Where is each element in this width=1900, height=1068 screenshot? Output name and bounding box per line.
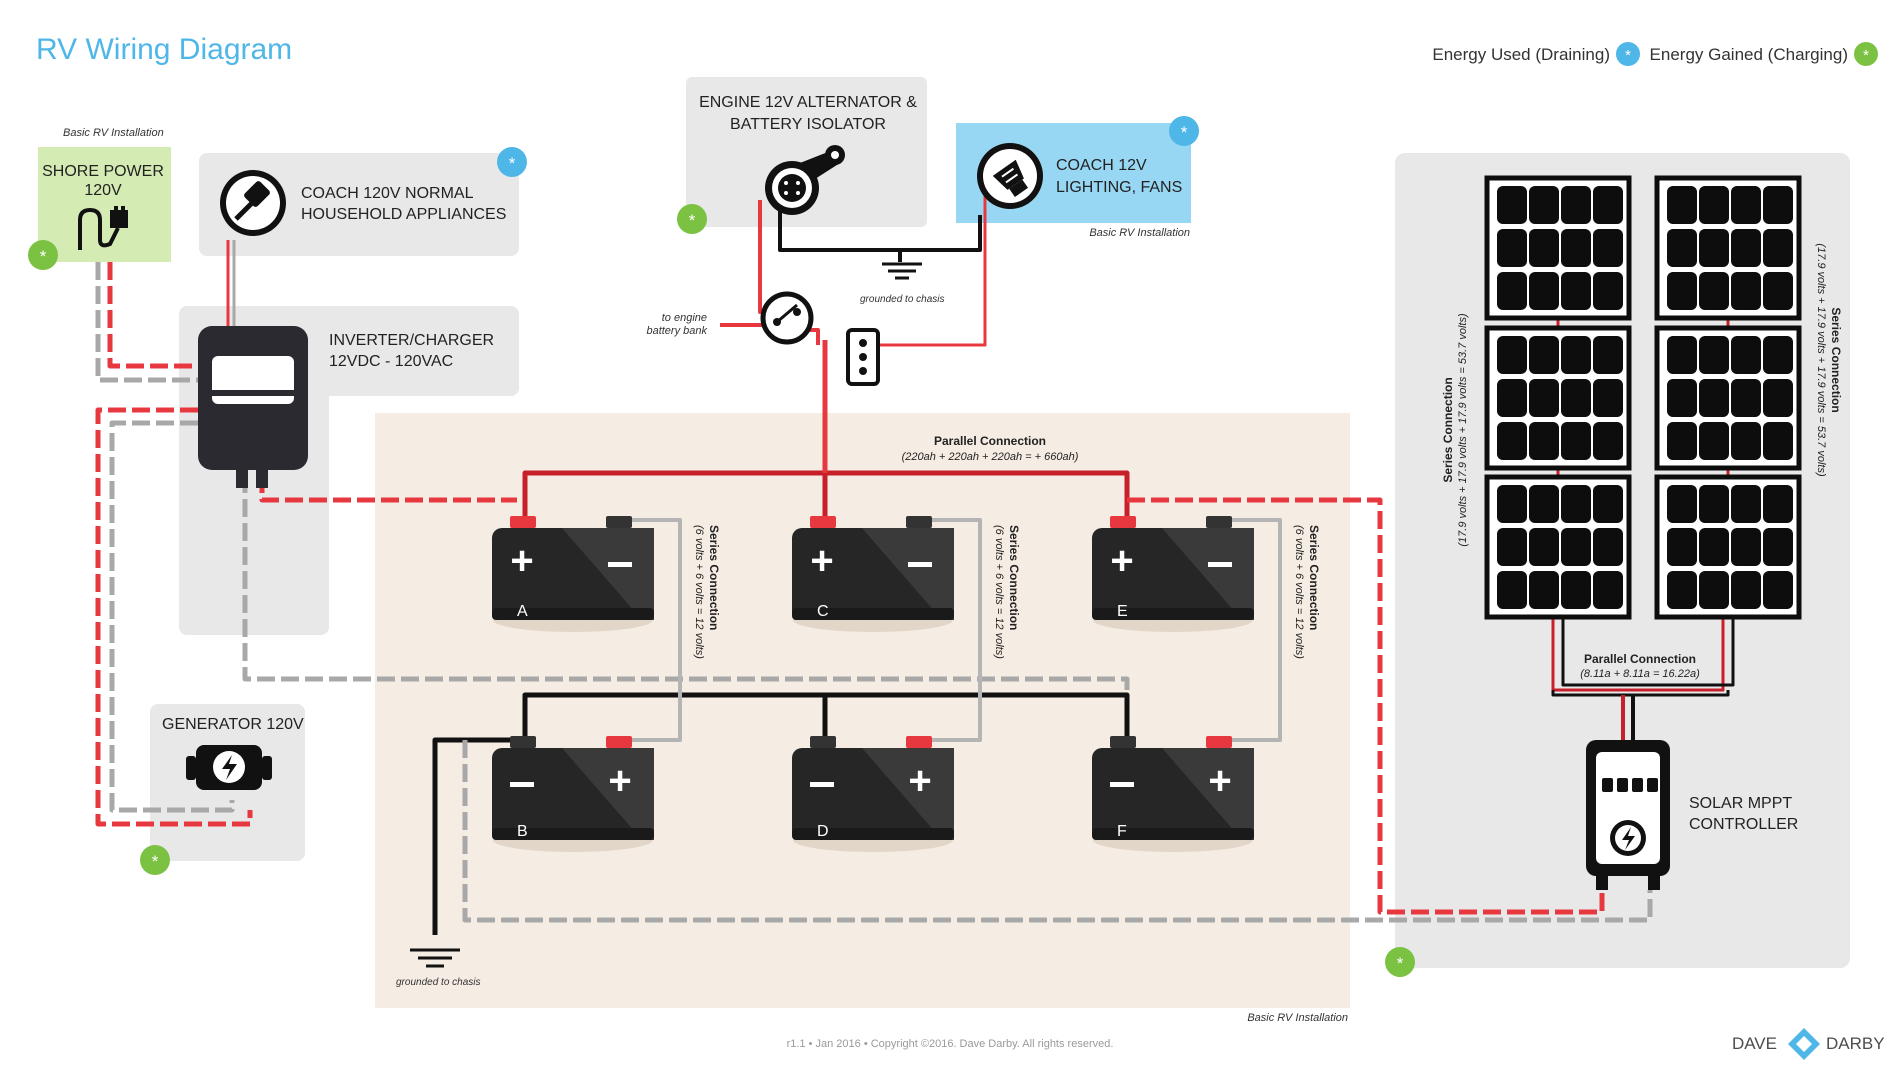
engine-title: ENGINE 12V ALTERNATOR & (699, 94, 917, 111)
copyright-footer: r1.1 • Jan 2016 • Copyright ©2016. Dave … (787, 1038, 1114, 1050)
series-label-ab-title: Series Connection (707, 525, 721, 630)
engine-charging-marker: * (677, 204, 707, 234)
generator-charging-marker: * (140, 845, 170, 875)
appliances-subtitle: HOUSEHOLD APPLIANCES (301, 206, 506, 223)
svg-text:*: * (1397, 954, 1404, 973)
inverter-title: INVERTER/CHARGER (329, 332, 494, 349)
solar-panel-5 (1657, 328, 1799, 468)
brand-name-right: DARBY (1826, 1034, 1885, 1053)
legend-used-marker: * (1616, 42, 1640, 66)
lighting-installation-note: Basic RV Installation (1089, 227, 1190, 239)
svg-text:+: + (608, 759, 631, 803)
solar-panel-1 (1487, 178, 1629, 318)
solar-series-left-formula: (17.9 volts + 17.9 volts + 17.9 volts = … (1457, 313, 1469, 547)
solar-series-left-title: Series Connection (1441, 377, 1455, 482)
legend-gained-marker: * (1854, 42, 1878, 66)
battery-d-label: D (817, 823, 829, 840)
solar-panel-3 (1487, 477, 1629, 617)
series-label-cd-title: Series Connection (1007, 525, 1021, 630)
svg-text:+: + (510, 539, 533, 583)
engine-ground-note: grounded to chasis (860, 294, 945, 305)
battery-e: + E (1092, 516, 1254, 632)
generator-title: GENERATOR 120V (162, 716, 304, 733)
solar-series-right-formula: (17.9 volts + 17.9 volts + 17.9 volts = … (1815, 243, 1827, 477)
battery-c-label: C (817, 603, 829, 620)
battery-d: + D (792, 736, 954, 852)
solar-parallel-title: Parallel Connection (1584, 652, 1696, 666)
engine-bank-note-line1: to engine (662, 312, 707, 324)
appliances-title: COACH 120V NORMAL (301, 185, 474, 202)
svg-text:*: * (509, 154, 516, 173)
solar-controller-subtitle: CONTROLLER (1689, 816, 1798, 833)
svg-text:*: * (152, 852, 159, 871)
light-bulb-icon (977, 143, 1043, 209)
solar-series-right-title: Series Connection (1829, 307, 1843, 412)
brand-diamond-logo (1788, 1028, 1820, 1060)
inverter-subtitle: 12VDC - 120VAC (329, 353, 453, 370)
svg-text:*: * (1863, 47, 1869, 64)
battery-parallel-title: Parallel Connection (934, 434, 1046, 448)
series-label-cd-formula: (6 volts + 6 volts = 12 volts) (993, 525, 1005, 659)
plug-icon (78, 206, 128, 250)
solar-panel-2 (1487, 328, 1629, 468)
shore-power-title: SHORE POWER (42, 163, 164, 180)
svg-text:+: + (1208, 759, 1231, 803)
engine-panel (686, 77, 927, 227)
shore-charging-marker: * (28, 240, 58, 270)
svg-text:+: + (1110, 539, 1133, 583)
generator-icon (186, 745, 272, 790)
series-label-ab-formula: (6 volts + 6 volts = 12 volts) (693, 525, 705, 659)
battery-b: + B (492, 736, 654, 852)
svg-text:*: * (689, 211, 696, 230)
battery-b-label: B (517, 823, 528, 840)
svg-text:*: * (1625, 47, 1631, 64)
shore-power-voltage: 120V (84, 182, 122, 199)
battery-f: + F (1092, 736, 1254, 852)
svg-text:+: + (908, 759, 931, 803)
brand-name-left: DAVE (1732, 1034, 1777, 1053)
svg-text:+: + (810, 539, 833, 583)
series-label-ef-formula: (6 volts + 6 volts = 12 volts) (1293, 525, 1305, 659)
outlet-plug-icon (220, 170, 286, 236)
solar-mppt-controller-icon (1586, 740, 1670, 890)
engine-subtitle: BATTERY ISOLATOR (730, 116, 886, 133)
battery-c: + C (792, 516, 954, 632)
diagram-title: RV Wiring Diagram (36, 33, 292, 66)
battery-a-label: A (517, 603, 528, 620)
appliances-draining-marker: * (497, 147, 527, 177)
isolator-switch-icon (760, 291, 814, 345)
solar-panel-6 (1657, 477, 1799, 617)
solar-charging-marker: * (1385, 947, 1415, 977)
battery-parallel-formula: (220ah + 220ah + 220ah = + 660ah) (902, 451, 1079, 463)
appliances-panel (199, 153, 519, 256)
inverter-charger-icon (198, 326, 308, 488)
svg-text:*: * (1181, 123, 1188, 142)
alternator-icon (765, 145, 845, 215)
solar-parallel-formula: (8.11a + 8.11a = 16.22a) (1580, 668, 1700, 680)
battery-area-bg (375, 413, 1350, 1008)
svg-text:*: * (40, 247, 47, 266)
battery-ground-note: grounded to chasis (396, 977, 481, 988)
lighting-subtitle: LIGHTING, FANS (1056, 179, 1182, 196)
engine-bank-note-line2: battery bank (646, 325, 707, 337)
fuse-block-icon (846, 328, 880, 386)
solar-controller-title: SOLAR MPPT (1689, 795, 1792, 812)
battery-a: + A (492, 516, 654, 632)
solar-panel-4 (1657, 178, 1799, 318)
ground-symbol-icon (882, 262, 922, 280)
series-label-ef-title: Series Connection (1307, 525, 1321, 630)
shore-power-panel (38, 147, 171, 262)
battery-f-label: F (1117, 823, 1127, 840)
shore-installation-note: Basic RV Installation (63, 127, 164, 139)
battery-installation-note: Basic RV Installation (1247, 1012, 1348, 1024)
battery-e-label: E (1117, 603, 1128, 620)
lighting-title: COACH 12V (1056, 157, 1147, 174)
lighting-draining-marker: * (1169, 116, 1199, 146)
legend-used-label: Energy Used (Draining) (1432, 45, 1610, 64)
battery-ground-icon (410, 948, 460, 968)
legend-gained-label: Energy Gained (Charging) (1650, 45, 1848, 64)
